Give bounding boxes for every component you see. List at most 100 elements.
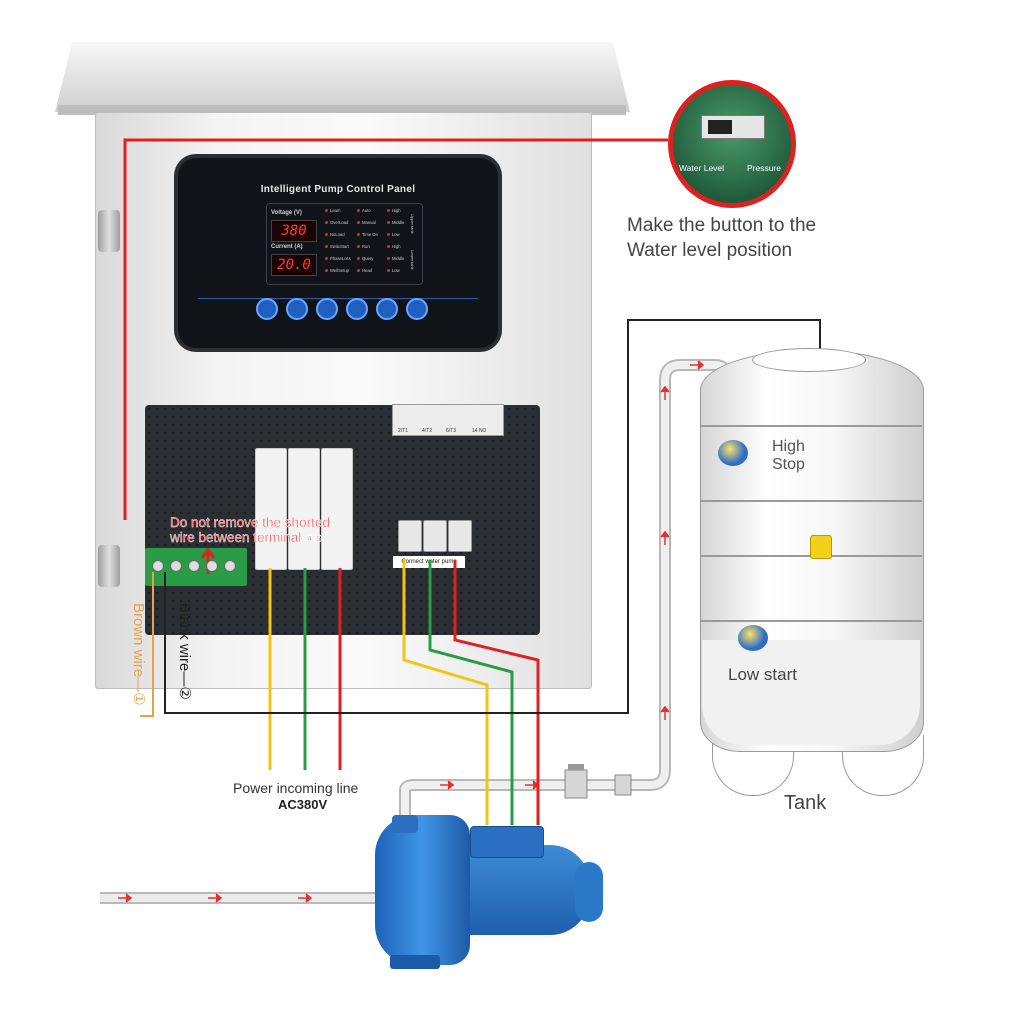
indicator-column-mode: Auto Manual Time On Run Query Head [357, 208, 378, 273]
indicator-label: Low [387, 232, 404, 237]
auto-manual-button[interactable] [316, 298, 338, 320]
mode-switch[interactable] [701, 115, 765, 139]
black-wire-label: Black wire—② [176, 603, 193, 700]
instruction-line-1: Make the button to the [627, 215, 817, 236]
pump-housing [375, 815, 470, 965]
flow-arrow [298, 893, 313, 903]
switch-label-water-level: Water Level [679, 163, 725, 173]
down-button[interactable] [376, 298, 398, 320]
current-label: Current (A) [271, 244, 303, 250]
tank-band [700, 620, 922, 622]
panel-divider [198, 298, 478, 299]
low-start-label: Low start [728, 665, 797, 684]
indicator-label: Low [387, 268, 404, 273]
indicator-label: Manual [357, 220, 378, 225]
terminal-screw[interactable] [152, 560, 164, 572]
panel-display-area: Voltage (V) 380 Current (A) 20.0 Leam Ov… [266, 203, 423, 285]
circuit-breaker-pole-1[interactable] [255, 448, 287, 570]
indicator-label: High [387, 208, 404, 213]
flow-arrow [118, 893, 133, 903]
upper-tank-tag: Upper tank [410, 214, 415, 234]
indicator-label: Query [357, 256, 378, 261]
pump-terminal-1[interactable] [398, 520, 422, 552]
cabinet-roof [55, 42, 630, 112]
switch-label-pressure: Pressure [747, 163, 782, 173]
voltage-display: 380 [271, 220, 317, 242]
indicator-label: Middle [387, 256, 404, 261]
indicator-label: Leam [325, 208, 351, 213]
contactor [392, 404, 504, 436]
cabinet-hinge-upper [98, 210, 120, 252]
tank-band [700, 500, 922, 502]
callout-line [123, 138, 668, 520]
instruction-line-2: Water level position [627, 240, 793, 261]
power-button[interactable] [406, 298, 428, 320]
high-label: High [772, 438, 805, 455]
warning-line-1: Do not remove the shorted [170, 515, 330, 530]
indicator-label: SwitcStart [325, 244, 351, 249]
indicator-label: Middle [387, 220, 404, 225]
pump-wire-red [453, 560, 540, 825]
terminal-screw[interactable] [224, 560, 236, 572]
brown-control-wire [140, 572, 154, 717]
pump-terminal-3[interactable] [448, 520, 472, 552]
switch-slider[interactable] [708, 120, 732, 134]
float-counterweight [810, 535, 832, 559]
indicator-label: Run [357, 244, 378, 249]
indicator-column-status: Leam OverLoad NoLoad SwitcStart PhaseLos… [325, 208, 351, 273]
time-setting-button[interactable] [286, 298, 308, 320]
indicator-label: Auto [357, 208, 378, 213]
lower-tank-tag: Lower tank [410, 250, 415, 270]
up-button[interactable] [346, 298, 368, 320]
outlet-pipe [399, 359, 734, 820]
contactor-label-3: 6/T3 [446, 428, 457, 434]
cabinet-roof-edge [58, 105, 626, 115]
warning-terminal-marks: ④⑤ [305, 534, 324, 545]
indicator-label: PhaseLoss [325, 256, 351, 261]
terminal-screw[interactable] [188, 560, 200, 572]
high-stop-label: High Stop [772, 438, 805, 474]
pipe-coupling [614, 774, 632, 796]
tank-label: Tank [784, 792, 827, 814]
pump-motor [460, 845, 590, 935]
contactor-label-2: 4/T2 [422, 428, 433, 434]
pump-control-panel: Intelligent Pump Control Panel Voltage (… [178, 158, 498, 348]
shorted-wire-warning: Do not remove the shorted wire between t… [170, 515, 330, 547]
contactor-label-4: 14 NO [472, 428, 487, 434]
indicator-label: Time On [357, 232, 378, 237]
indicator-label: OverLoad [325, 220, 351, 225]
flow-arrow [440, 780, 455, 790]
indicator-label: Head [357, 268, 378, 273]
flow-arrow [660, 385, 670, 400]
current-display: 20.0 [271, 254, 317, 276]
flow-arrow [660, 705, 670, 720]
flow-arrow [208, 893, 223, 903]
indicator-label: NoLoad [325, 232, 351, 237]
flow-arrow [660, 530, 670, 545]
pump-terminal-2[interactable] [423, 520, 447, 552]
indicator-label: WellSetup [325, 268, 351, 273]
valve [564, 769, 588, 799]
flow-arrow [690, 360, 705, 370]
stop-label: Stop [772, 456, 805, 473]
pump-wire-yellow [402, 560, 489, 825]
indicator-label: High [387, 244, 404, 249]
tank-lid [752, 348, 866, 372]
circuit-breaker-pole-3[interactable] [321, 448, 353, 570]
high-float-ball [718, 440, 748, 466]
pump-foot [390, 955, 440, 969]
indicator-column-level: High Middle Low High Middle Low [387, 208, 404, 273]
outlet-pipe-inner [401, 361, 732, 820]
terminal-screw[interactable] [206, 560, 218, 572]
switch-instruction: Make the button to the Water level posit… [627, 213, 816, 263]
pump-wire-green [428, 560, 514, 825]
low-float-ball [738, 625, 768, 651]
contactor-label-1: 2/T1 [398, 428, 409, 434]
tank-band [700, 425, 922, 427]
terminal-screw[interactable] [170, 560, 182, 572]
study-query-button[interactable] [256, 298, 278, 320]
cabinet-hinge-lower [98, 545, 120, 587]
pump-outlet [392, 815, 418, 833]
switch-zoom-callout: Water Level Pressure [668, 80, 796, 208]
tank-water [702, 640, 920, 745]
